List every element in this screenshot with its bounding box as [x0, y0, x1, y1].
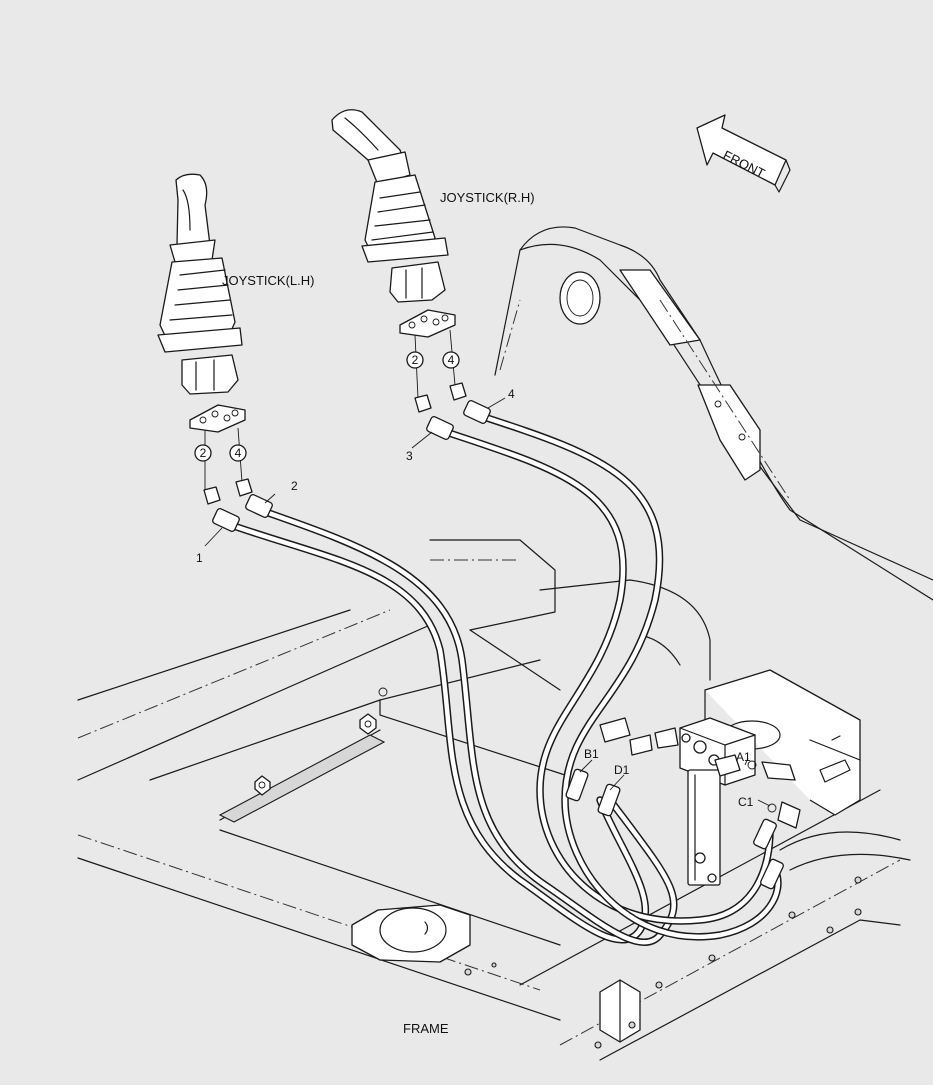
hose-lines [212, 400, 784, 946]
joystick-lh-label: JOYSTICK(L.H) [222, 273, 314, 288]
valve-block [599, 717, 801, 886]
joystick-rh-label: JOYSTICK(R.H) [440, 190, 535, 205]
valve-port-b1: B1 [584, 747, 599, 761]
frame-label: FRAME [403, 1021, 449, 1036]
part-number-4: 4 [508, 387, 515, 401]
lh-port-callout-4: 4 [235, 446, 242, 460]
front-arrow [696, 114, 791, 193]
frame-outline [77, 539, 901, 1061]
part-number-2: 2 [291, 479, 298, 493]
part-number-1: 1 [196, 551, 203, 565]
rh-port-callout-2: 2 [412, 353, 419, 367]
valve-port-c1: C1 [738, 795, 754, 809]
valve-port-a1: A1 [736, 750, 751, 764]
joystick-right [331, 109, 467, 413]
rh-port-callout-4: 4 [448, 353, 455, 367]
leader-lines [204, 397, 771, 807]
boom-structure [494, 226, 933, 871]
part-number-3: 3 [406, 449, 413, 463]
lh-port-callout-2: 2 [200, 446, 207, 460]
valve-port-d1: D1 [614, 763, 630, 777]
joystick-left [157, 173, 253, 505]
